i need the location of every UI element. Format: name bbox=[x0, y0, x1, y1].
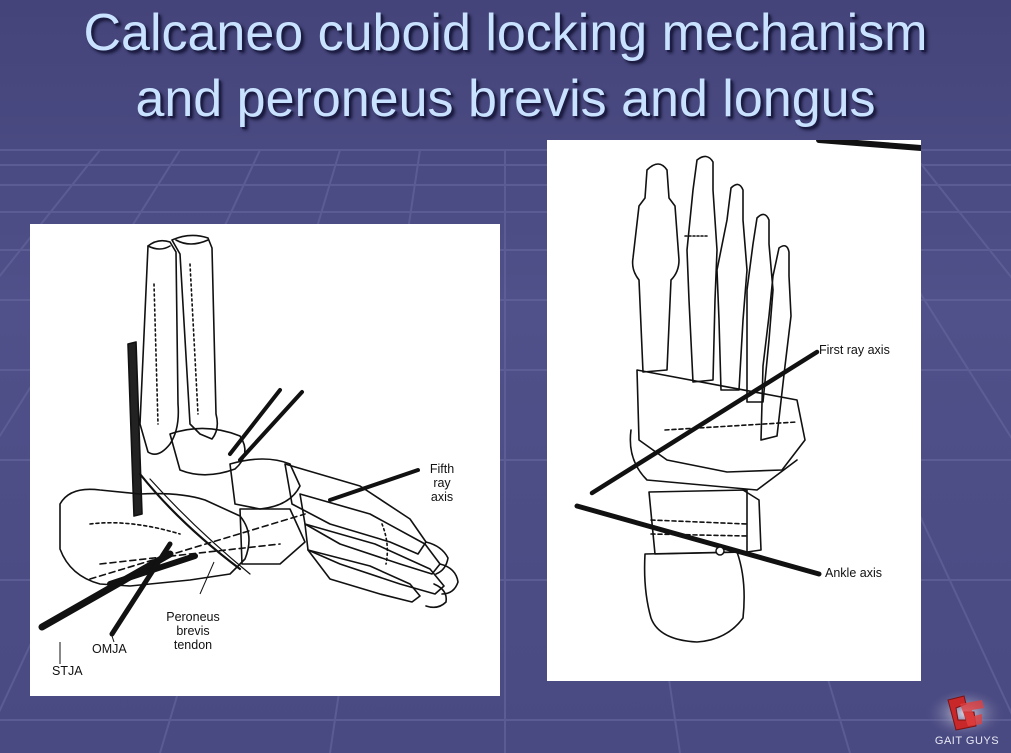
logo-text: GAIT GUYS bbox=[934, 735, 1000, 747]
slide-title: Calcaneo cuboid locking mechanism and pe… bbox=[0, 0, 1011, 132]
lateral-foot-illustration bbox=[38, 234, 459, 664]
gait-guys-logo bbox=[925, 690, 1005, 742]
fifth-ray-axis-label: Fifth ray axis bbox=[429, 462, 455, 504]
title-line-1: Calcaneo cuboid locking mechanism bbox=[83, 4, 928, 62]
stja-label: STJA bbox=[52, 664, 83, 678]
dorsal-foot-illustration bbox=[574, 140, 921, 643]
first-ray-axis-label: First ray axis bbox=[819, 343, 890, 357]
dorsal-foot-figure: First ray axis Ankle axis bbox=[547, 140, 921, 681]
ankle-axis-label: Ankle axis bbox=[825, 566, 882, 580]
peroneus-brevis-tendon-label: Peroneus brevis tendon bbox=[166, 610, 220, 652]
lateral-foot-figure: Fifth ray axis Peroneus brevis tendon OM… bbox=[30, 224, 500, 696]
title-line-2: and peroneus brevis and longus bbox=[135, 70, 876, 128]
omja-label: OMJA bbox=[92, 642, 127, 656]
